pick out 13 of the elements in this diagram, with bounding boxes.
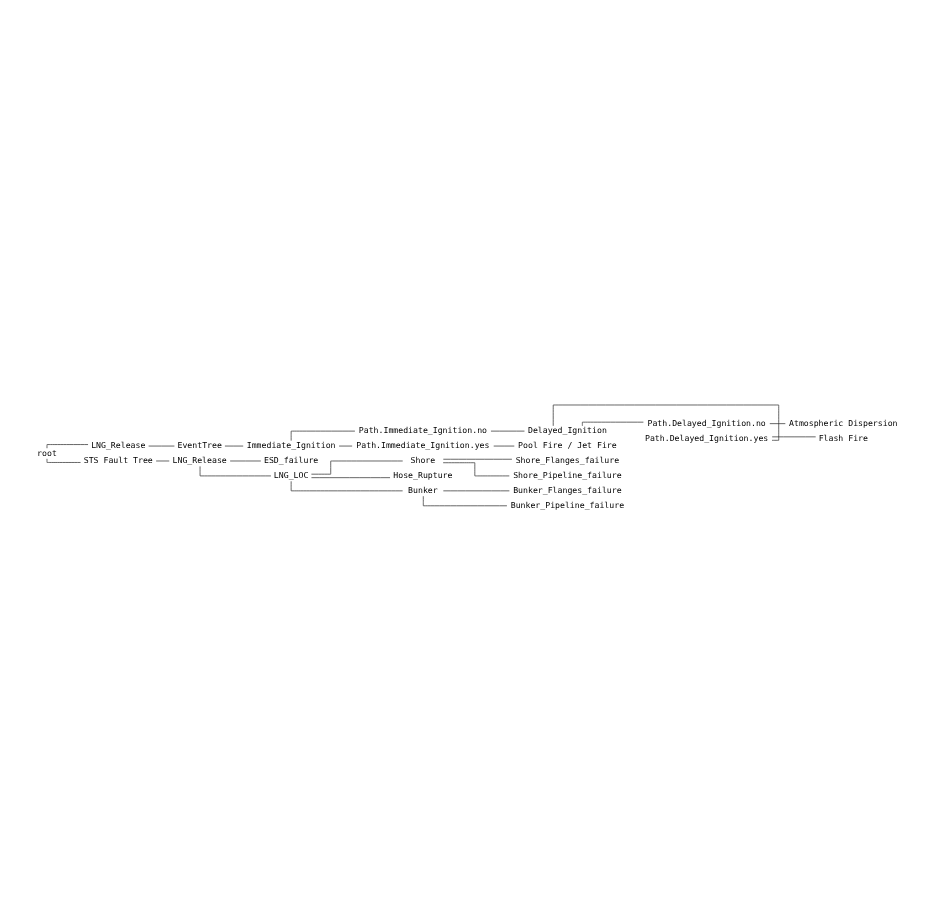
connector: [311, 460, 404, 475]
connector: [199, 466, 272, 477]
connector: [290, 430, 356, 442]
connector: [442, 462, 510, 477]
connector: [422, 495, 508, 507]
connector: [46, 444, 89, 449]
connector: [46, 458, 81, 463]
connector: [769, 423, 786, 425]
connector: [311, 477, 391, 479]
connector: [771, 436, 817, 438]
connector: [290, 480, 403, 492]
connector: [581, 421, 644, 427]
connector: [552, 404, 780, 441]
